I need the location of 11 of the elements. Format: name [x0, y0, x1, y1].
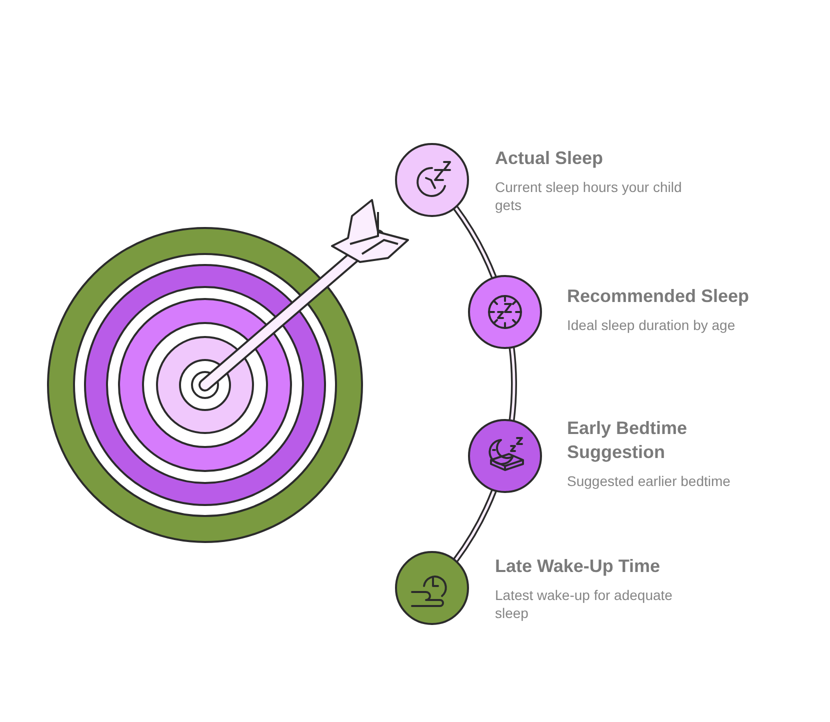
step-title: Recommended Sleep	[567, 285, 750, 308]
step-description: Latest wake-up for adequate sleep	[495, 586, 674, 622]
step-title: Late Wake-Up Time	[495, 555, 662, 578]
connector-line	[508, 347, 517, 421]
step-description: Current sleep hours your child gets	[495, 178, 683, 214]
step-title: Actual Sleep	[495, 147, 604, 170]
step-description: Ideal sleep duration by age	[567, 316, 736, 334]
step-title: Early Bedtime Suggestion	[567, 417, 688, 464]
connector-line	[452, 489, 497, 562]
step-description: Suggested earlier bedtime	[567, 472, 732, 490]
connector-line	[452, 206, 497, 279]
